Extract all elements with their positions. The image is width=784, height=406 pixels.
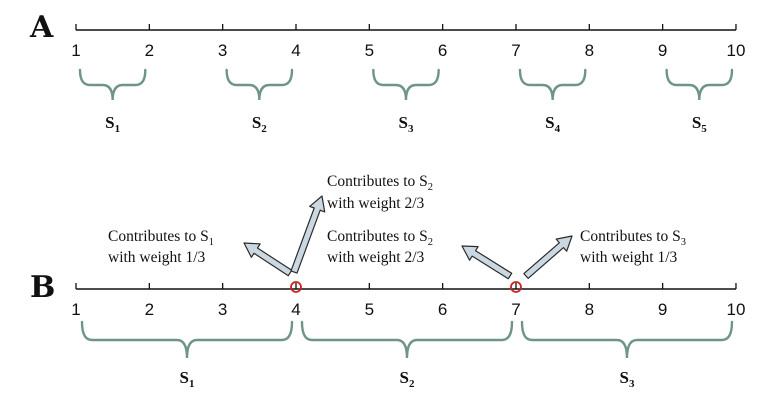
panel-a-tick-label: 8	[585, 41, 594, 60]
panel-b-tick-label: 3	[218, 300, 227, 319]
note-line2: with weight 1/3	[580, 249, 678, 266]
panel-b-label: B	[30, 270, 55, 305]
panel-a-brace	[518, 68, 587, 101]
note-s2-weight-2-3-upper: Contributes to S2 with weight 2/3	[327, 173, 433, 212]
arrow-to-s2-lower	[461, 245, 513, 280]
note-line2: with weight 2/3	[327, 249, 425, 266]
panel-a-brace	[225, 68, 294, 101]
panel-a-tick-label: 7	[511, 41, 520, 60]
set-label-s5: S5	[692, 113, 707, 135]
set-label-s2: S2	[400, 368, 415, 390]
arrow-to-s1	[243, 242, 293, 277]
marked-point	[290, 281, 302, 293]
panel-b-tick-label: 2	[145, 300, 154, 319]
panel-b-tick-label: 6	[438, 300, 447, 319]
panel-a-tick-label: 9	[658, 41, 667, 60]
note-s3-weight-1-3: Contributes to S3 with weight 1/3	[580, 228, 686, 266]
note-s1-weight-1-3: Contributes to S1 with weight 1/3	[108, 228, 214, 266]
note-line1: Contributes to S1	[108, 228, 214, 248]
panel-b-tick-label: 10	[727, 300, 746, 319]
panel-a-tick-label: 10	[727, 41, 746, 60]
panel-a-tick-label: 6	[438, 41, 447, 60]
panel-b-brace	[520, 320, 734, 359]
panel-a: A 1 2 3 4 5 6 7 8 9 10 S1 S2 S3 S4 S5	[29, 10, 745, 135]
set-label-s3: S3	[399, 113, 414, 135]
panel-b-tick-label: 9	[658, 300, 667, 319]
panel-a-tick-label: 5	[365, 41, 374, 60]
marked-point	[510, 281, 522, 293]
panel-b: B 1 2 3 4 5 6 7 8 9 10 S1 S2 S3 Contributes to S1 w…	[30, 173, 745, 390]
panel-a-ticks: 1 2 3 4 5 6 7 8 9 10	[71, 24, 745, 60]
panel-b-arrows	[243, 195, 573, 280]
panel-b-tick-label: 8	[585, 300, 594, 319]
panel-b-brace	[80, 320, 294, 359]
panel-a-braces: S1 S2 S3 S4 S5	[78, 68, 734, 135]
note-line2: with weight 1/3	[108, 249, 206, 266]
set-label-s3: S3	[619, 368, 634, 390]
panel-b-brace	[300, 320, 514, 359]
note-s2-weight-2-3-lower: Contributes to S2 with weight 2/3	[327, 228, 433, 266]
panel-a-brace	[78, 68, 147, 101]
arrow-to-s3	[523, 235, 573, 279]
set-label-s1: S1	[180, 368, 195, 390]
panel-a-tick-label: 4	[291, 41, 300, 60]
arrow-to-s2-upper	[290, 195, 326, 274]
set-label-s2: S2	[252, 113, 267, 135]
panel-a-tick-label: 3	[218, 41, 227, 60]
panel-a-tick-label: 1	[71, 41, 80, 60]
panel-a-brace	[665, 68, 734, 101]
note-line2: with weight 2/3	[327, 195, 425, 212]
panel-a-tick-label: 2	[145, 41, 154, 60]
panel-b-ticks: 1 2 3 4 5 6 7 8 9 10	[71, 283, 745, 319]
note-line1: Contributes to S2	[327, 228, 433, 248]
note-line1: Contributes to S2	[327, 173, 433, 193]
panel-b-tick-label: 5	[365, 300, 374, 319]
panel-b-tick-label: 1	[71, 300, 80, 319]
panel-a-brace	[372, 68, 440, 101]
panel-b-tick-label: 7	[511, 300, 520, 319]
panel-a-label: A	[29, 10, 54, 45]
set-label-s4: S4	[545, 113, 560, 135]
set-label-s1: S1	[105, 113, 120, 135]
panel-b-tick-label: 4	[291, 300, 300, 319]
panel-b-markers	[290, 281, 522, 293]
note-line1: Contributes to S3	[580, 228, 686, 248]
panel-b-braces: S1 S2 S3	[80, 320, 734, 390]
